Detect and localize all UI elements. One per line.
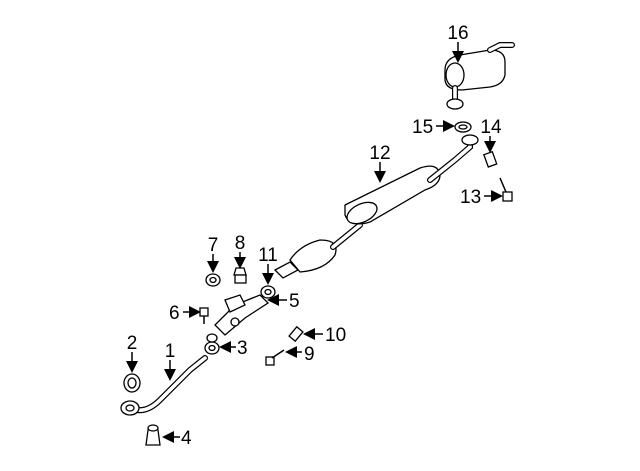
callout-label: 10 xyxy=(325,325,346,346)
nut-part-8[interactable] xyxy=(233,267,247,284)
callout-label: 14 xyxy=(480,117,502,138)
callout-8: 8 xyxy=(234,233,246,269)
callout-2: 2 xyxy=(126,333,138,373)
tail-muffler-part-16[interactable] xyxy=(444,42,515,110)
muffler-part-12[interactable] xyxy=(344,134,479,228)
callout-label: 9 xyxy=(304,344,315,365)
callout-14: 14 xyxy=(480,117,502,153)
nut-part-7[interactable] xyxy=(205,273,221,287)
stud-part-14[interactable] xyxy=(483,150,498,168)
gasket-part-2[interactable] xyxy=(123,373,141,393)
bolt-part-6[interactable] xyxy=(199,307,209,324)
callout-9: 9 xyxy=(285,344,315,365)
callout-label: 12 xyxy=(369,143,390,164)
insulator-part-4[interactable] xyxy=(145,424,161,446)
callout-label: 2 xyxy=(127,333,138,354)
gasket-part-11[interactable] xyxy=(260,285,276,299)
callout-label: 6 xyxy=(169,303,180,324)
callout-label: 7 xyxy=(208,235,219,256)
callout-15: 15 xyxy=(412,117,455,138)
converter-pipe-part-5[interactable] xyxy=(214,294,270,336)
callout-16: 16 xyxy=(447,23,469,63)
callout-10: 10 xyxy=(303,325,346,346)
callout-label: 11 xyxy=(258,245,278,266)
callout-7: 7 xyxy=(207,235,219,273)
callout-label: 13 xyxy=(460,187,481,208)
callout-label: 4 xyxy=(181,428,192,449)
callout-4: 4 xyxy=(162,428,192,449)
callout-label: 1 xyxy=(165,341,176,362)
callout-label: 5 xyxy=(289,291,300,312)
callout-11: 11 xyxy=(258,245,278,285)
callout-13: 13 xyxy=(460,187,503,208)
callout-6: 6 xyxy=(169,303,201,324)
bolt-part-9[interactable] xyxy=(265,349,285,366)
callout-5: 5 xyxy=(267,291,300,312)
gasket-part-3[interactable] xyxy=(204,333,220,355)
stud-part-10[interactable] xyxy=(288,325,304,343)
bolt-part-13[interactable] xyxy=(499,177,513,202)
callout-3: 3 xyxy=(219,338,248,359)
callout-label: 15 xyxy=(412,117,433,138)
callout-12: 12 xyxy=(369,143,391,183)
callout-label: 3 xyxy=(237,338,248,359)
gasket-part-15[interactable] xyxy=(454,121,472,133)
callout-label: 16 xyxy=(447,23,468,44)
callout-1: 1 xyxy=(164,341,176,381)
callout-label: 8 xyxy=(235,233,246,254)
catalytic-converter-part[interactable] xyxy=(273,222,363,279)
front-pipe-part[interactable] xyxy=(120,355,208,416)
